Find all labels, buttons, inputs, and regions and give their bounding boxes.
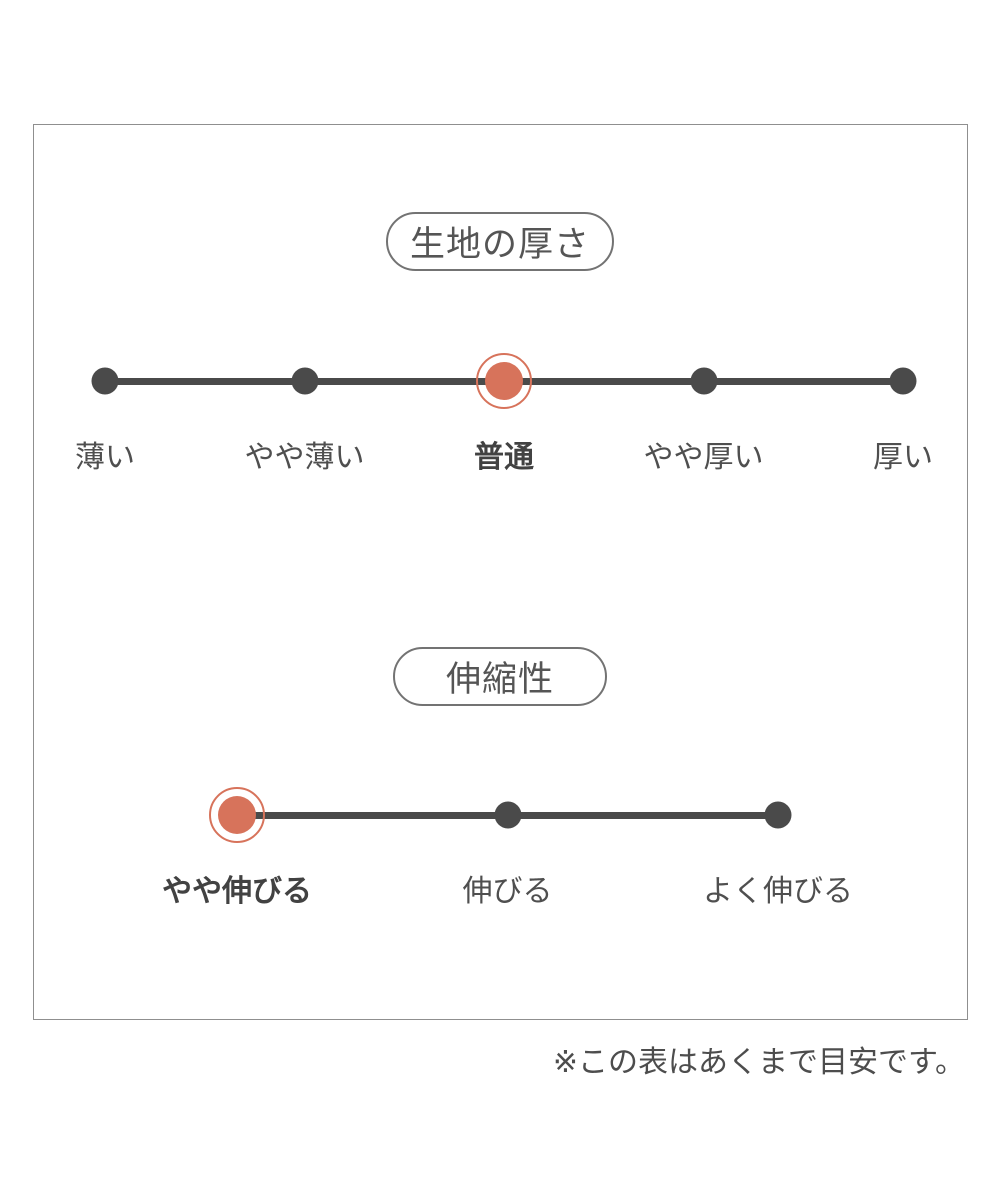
- scale-option-label: 伸びる: [462, 875, 553, 908]
- scale-dot: [91, 367, 119, 395]
- scale-dot-selected: [476, 353, 532, 409]
- scale-option-label: 普通: [474, 441, 534, 474]
- stretch-title-badge: 伸縮性: [393, 647, 607, 706]
- scale-dot-selected: [209, 787, 265, 843]
- scale-option-label: やや厚い: [643, 441, 764, 474]
- scale-option-label: 厚い: [873, 441, 933, 474]
- stretch-title: 伸縮性: [445, 660, 554, 699]
- scale-option-label: よく伸びる: [703, 875, 853, 908]
- scale-option-label: やや薄い: [244, 441, 365, 474]
- scale-dot: [764, 801, 792, 829]
- scale-dot: [494, 801, 521, 829]
- spec-panel-border: [33, 124, 968, 1020]
- scale-dot: [690, 367, 717, 395]
- scale-option-label: 薄い: [75, 441, 135, 474]
- scale-dot: [291, 367, 318, 395]
- thickness-title: 生地の厚さ: [409, 225, 591, 264]
- thickness-title-badge: 生地の厚さ: [385, 212, 615, 271]
- scale-dot: [889, 367, 917, 395]
- disclaimer-note: ※この表はあくまで目安です。: [552, 1046, 965, 1079]
- scale-option-label: やや伸びる: [162, 875, 312, 908]
